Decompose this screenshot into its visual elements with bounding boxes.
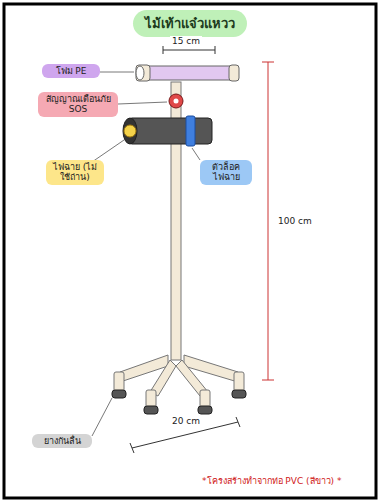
frame	[4, 4, 376, 498]
dimension-20	[130, 417, 240, 453]
part-tag: ไฟฉาย (ไม่ใช้ถ่าน)	[46, 160, 104, 185]
dimension-label: 20 cm	[170, 416, 202, 426]
part-tag: สัญญาณเตือนภัย SOS	[38, 92, 118, 117]
foam-handle	[140, 66, 236, 80]
part-tag: โฟม PE	[42, 64, 100, 78]
part-label: ไฟฉาย (ไม่ใช้ถ่าน)	[51, 162, 99, 183]
part-label: โฟม PE	[47, 66, 95, 76]
dimension-label: 100 cm	[276, 216, 314, 226]
title: ไม้เท้าแจ๋วแหวว	[133, 10, 247, 37]
sos-button	[169, 94, 183, 108]
base-legs	[114, 355, 244, 408]
note: *โครงสร้างทำจากท่อ PVC (สีขาว) *	[200, 474, 343, 488]
flashlight	[128, 118, 212, 144]
dimension-100	[262, 62, 274, 380]
flashlight-lock	[186, 116, 195, 146]
part-tag: ตัวล็อค ไฟฉาย	[200, 160, 252, 185]
leader-lines	[92, 72, 200, 436]
part-label: ยางกันลื่น	[37, 436, 87, 446]
wheels	[112, 390, 246, 414]
part-label: ตัวล็อค ไฟฉาย	[205, 162, 247, 183]
part-tag: ยางกันลื่น	[32, 434, 92, 448]
dimension-15	[163, 46, 215, 54]
dimension-label: 15 cm	[170, 36, 202, 46]
part-label: สัญญาณเตือนภัย SOS	[43, 94, 113, 115]
